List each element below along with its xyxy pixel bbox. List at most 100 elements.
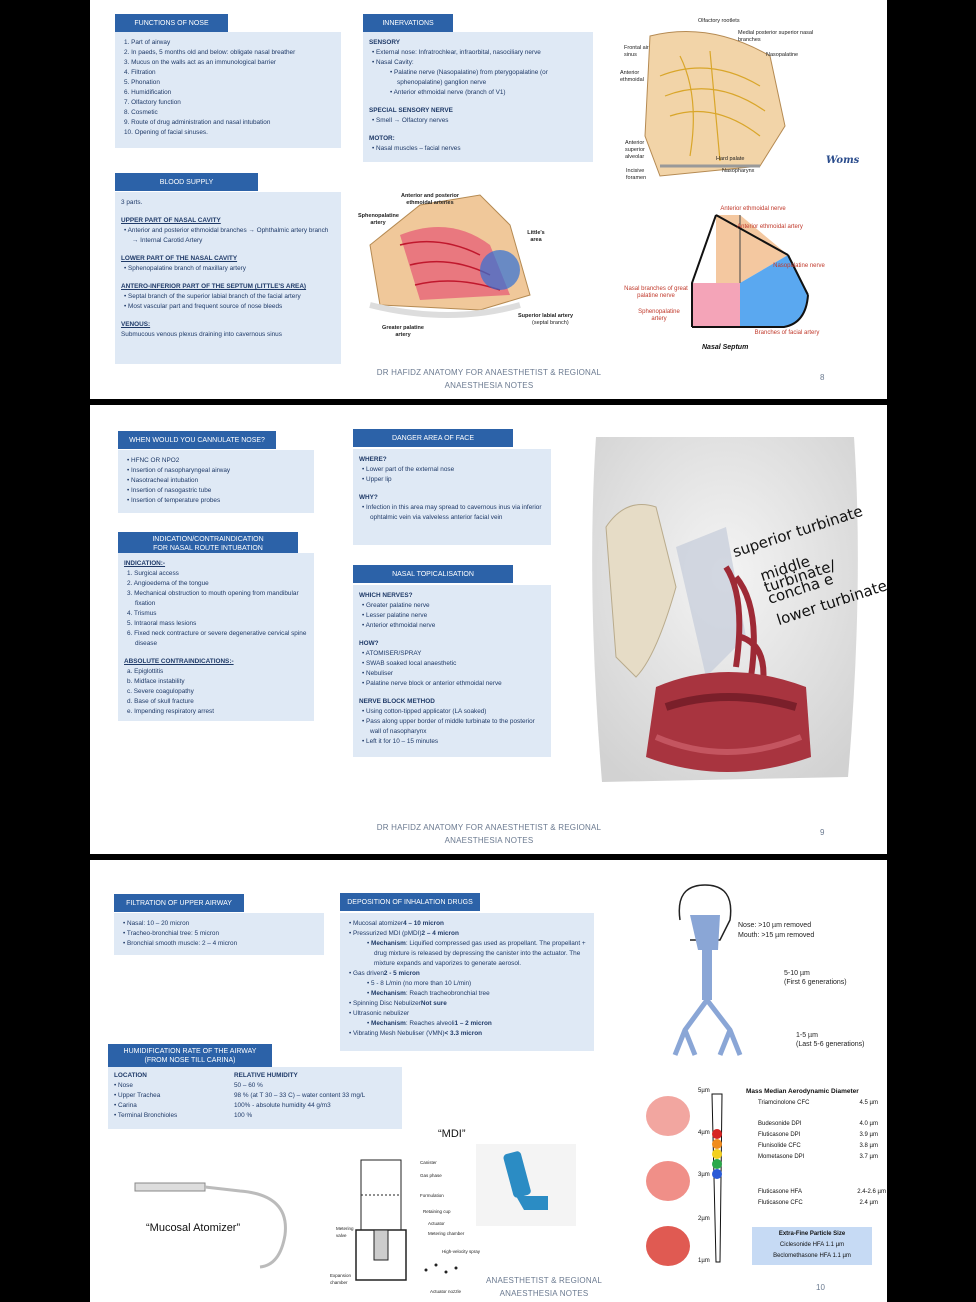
- venous-title: VENOUS:: [121, 321, 151, 328]
- mdi-label: Canister: [420, 1160, 437, 1165]
- function-item: 2. In paeds, 5 months old and below: obl…: [124, 49, 296, 56]
- dep-row: • Spinning Disc NebulizerNot sure: [349, 1000, 447, 1007]
- humid-value: 98 % (at T 30 – 33 C) – water content 33…: [234, 1092, 366, 1099]
- airway-nose: Nose: >10 µm removed: [738, 922, 812, 929]
- where-item: • Upper lip: [362, 476, 392, 483]
- function-item: 1. Part of airway: [124, 39, 171, 46]
- footer-line: DR HAFIDZ ANATOMY FOR ANAESTHETIST & REG…: [376, 823, 602, 832]
- page-number: 10: [816, 1283, 825, 1292]
- extra-fine-box: Extra-Fine Particle Size Ciclesonide HFA…: [752, 1227, 872, 1265]
- cavity-item: • Anterior ethmoidal nerve (branch of V1…: [390, 89, 506, 96]
- mdi-cross-section: [355, 1159, 458, 1281]
- footer-line: ANAESTHESIA NOTES: [499, 1289, 589, 1298]
- skull-3d-image: [592, 437, 858, 782]
- page-8: FUNCTIONS OF NOSE 1. Part of airway 2. In…: [90, 0, 887, 399]
- fig-label: Frontal air sinus: [624, 45, 649, 58]
- humid-value: 100% - absolute humidity 44 g/m3: [234, 1102, 331, 1109]
- nasal-septum-diagram: [691, 214, 809, 328]
- upper-item: • Anterior and posterior ethmoidal branc…: [124, 227, 329, 244]
- fig-label: Branches of facial artery: [754, 330, 820, 336]
- block-item: • Pass along upper border of middle turb…: [362, 718, 535, 735]
- indication-item: 4. Trismus: [127, 610, 157, 617]
- why-title: WHY?: [359, 494, 378, 501]
- mdi-label: Actuator: [428, 1221, 445, 1226]
- antero-item: • Most vascular part and frequent source…: [124, 303, 283, 310]
- danger-header: DANGER AREA OF FACE: [353, 429, 513, 447]
- function-item: 5. Phonation: [124, 79, 160, 86]
- block-item: • Using cotton-tipped applicator (LA soa…: [362, 708, 487, 715]
- how-item: • ATOMISER/SPRAY: [362, 650, 422, 657]
- cannulate-item: • Insertion of nasopharyngeal airway: [127, 467, 231, 474]
- scale-tick: 2µm: [698, 1216, 710, 1222]
- nasal-artery-diagram: [369, 194, 531, 318]
- special-title: SPECIAL SENSORY NERVE: [369, 107, 453, 114]
- airway-low-sub: (Last 5-6 generations): [796, 1041, 865, 1048]
- sensory-external: • External nose: Infratrochlear, infraor…: [372, 49, 541, 56]
- airway-deposition-diagram: [672, 884, 743, 1056]
- dep-row: • Pressurized MDI (pMDI)2 – 4 micron: [349, 930, 459, 937]
- fig-label: Little's area: [527, 230, 545, 243]
- humid-header-line: (FROM NOSE TILL CARINA): [144, 1057, 236, 1064]
- which-item: • Greater palatine nerve: [362, 602, 430, 609]
- which-item: • Anterior ethmoidal nerve: [362, 622, 436, 629]
- humid-location: • Upper Trachea: [114, 1092, 161, 1099]
- fig-label: Greater palatine artery: [382, 325, 424, 338]
- fig-label: Incisive foramen: [626, 168, 647, 181]
- filtration-item: • Nasal: 10 – 20 micron: [123, 920, 190, 927]
- blood-supply-box: 3 parts. UPPER PART OF NASAL CAVITY • An…: [115, 192, 341, 364]
- fig-label: Sphenopalatine artery: [638, 309, 680, 322]
- dep-row: • Mucosal atomizer4 – 10 micron: [349, 920, 444, 927]
- indication-item: 3. Mechanical obstruction to mouth openi…: [127, 590, 299, 607]
- mdi-label: High-velocity spray: [442, 1249, 481, 1254]
- function-item: 8. Cosmetic: [124, 109, 158, 116]
- upper-title: UPPER PART OF NASAL CAVITY: [121, 217, 221, 224]
- scale-tick: 5µm: [698, 1088, 710, 1094]
- fig-label: Sphenopalatine artery: [358, 213, 399, 226]
- cannulate-item: • Insertion of temperature probes: [127, 497, 221, 504]
- motor-title: MOTOR:: [369, 135, 395, 142]
- topical-header: NASAL TOPICALISATION: [353, 565, 513, 583]
- blood-supply-header: BLOOD SUPPLY: [115, 173, 258, 191]
- humid-location: • Terminal Bronchioles: [114, 1112, 178, 1119]
- page-9: WHEN WOULD YOU CANNULATE NOSE? • HFNC OR…: [90, 405, 887, 854]
- fig-label: Anterior ethmoidal artery: [737, 224, 803, 230]
- humid-value: 100 %: [234, 1112, 253, 1119]
- function-item: 6. Humidification: [124, 89, 172, 96]
- fig-label: Nasopharynx: [722, 168, 755, 174]
- dep-row: • Vibrating Mesh Nebuliser (VMN)< 3.3 mi…: [349, 1030, 483, 1037]
- mmad-title: Mass Median Aerodynamic Diameter: [746, 1088, 859, 1095]
- where-item: • Lower part of the external nose: [362, 466, 455, 473]
- why-item: • Infection in this area may spread to c…: [362, 504, 542, 521]
- contra-item: c. Severe coagulopathy: [127, 688, 194, 695]
- mdi-label: Expansion chamber: [330, 1273, 352, 1285]
- fig-label: Nasal branches of great palatine nerve: [624, 286, 688, 299]
- how-item: • Nebuliser: [362, 670, 394, 677]
- humid-header-line: HUMIDIFICATION RATE OF THE AIRWAY: [123, 1048, 257, 1055]
- function-item: 9. Route of drug administration and nasa…: [124, 119, 271, 126]
- inhaler-photo: [476, 1144, 576, 1226]
- fig-label: Nasopalatine: [766, 52, 799, 58]
- functions-header: FUNCTIONS OF NOSE: [115, 14, 228, 32]
- dep-sub: • 5 - 8 L/min (no more than 10 L/min): [367, 980, 472, 987]
- indication-title: INDICATION:-: [124, 560, 166, 567]
- page-10: FILTRATION OF UPPER AIRWAY • Nasal: 10 –…: [90, 860, 887, 1302]
- humid-location: • Nose: [114, 1082, 133, 1089]
- contra-item: d. Base of skull fracture: [127, 698, 194, 705]
- filtration-item: • Bronchial smooth muscle: 2 – 4 micron: [123, 940, 238, 947]
- cavity-item: • Palatine nerve (Nasopalatine) from pte…: [390, 69, 548, 86]
- septum-title: Nasal Septum: [702, 344, 749, 351]
- extra-row: Ciclesonide HFA 1.1 µm: [779, 1242, 845, 1248]
- humid-location: • Carina: [114, 1102, 137, 1109]
- antero-title: ANTERO-INFERIOR PART OF THE SEPTUM (LITT…: [121, 283, 307, 290]
- indication-header-line: FOR NASAL ROUTE INTUBATION: [153, 545, 263, 552]
- how-item: • Palatine nerve block or anterior ethmo…: [362, 680, 502, 687]
